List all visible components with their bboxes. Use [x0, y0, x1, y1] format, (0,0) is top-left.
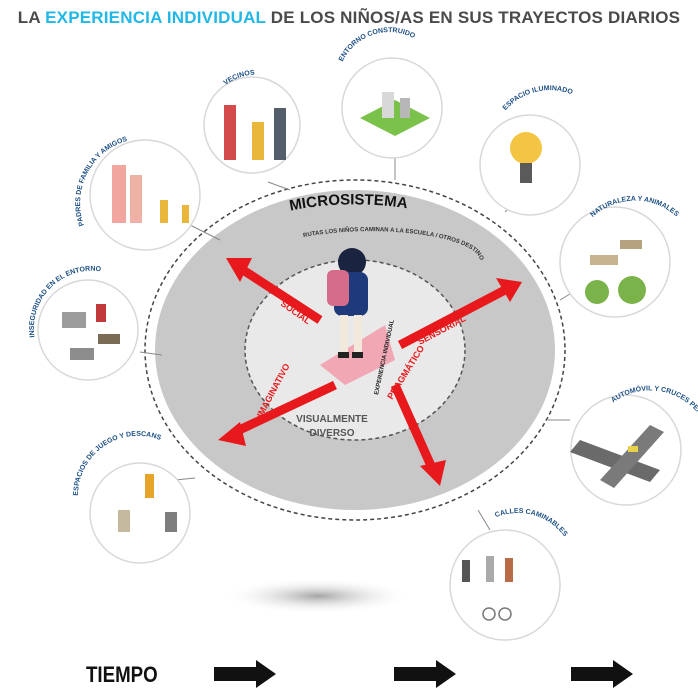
ground-shadow: [223, 578, 413, 614]
center-line-2: DIVERSO: [309, 428, 354, 439]
arrow-pragmatico: [390, 383, 446, 486]
satellite-naturaleza: [559, 206, 671, 318]
label-iluminado: ESPACIO ILUMINADO: [502, 85, 574, 112]
label-entorno: ENTORNO CONSTRUIDO: [338, 27, 417, 63]
satellite-automovil: [570, 394, 682, 506]
satellite-iluminado: [479, 114, 581, 216]
arrow-sensorial: [397, 278, 522, 349]
title-suffix: DE LOS NIÑOS/AS EN SUS TRAYECTOS DIARIOS: [265, 8, 681, 27]
timeline-arrow-1: [214, 660, 276, 688]
outer-dashed-ring: [144, 179, 566, 521]
tiempo-label: TIEMPO: [86, 662, 158, 687]
satellite-vecinos: [203, 76, 301, 174]
satellite-padres: [89, 139, 201, 251]
satellite-calles: [449, 529, 561, 641]
satellite-juego: [89, 462, 191, 564]
satellite-inseguridad: [37, 279, 139, 381]
arrow-imaginativo: [218, 380, 337, 446]
microsistema-label: MICROSISTEMA: [288, 191, 409, 214]
timeline-arrow-3: [571, 660, 633, 688]
timeline-arrow-2: [394, 660, 456, 688]
satellite-entorno: [341, 57, 443, 159]
child-figure: [327, 248, 368, 358]
title-prefix: LA: [17, 8, 46, 27]
center-line-1: VISUALMENTE: [296, 414, 368, 425]
diagram-title: LA EXPERIENCIA INDIVIDUAL DE LOS NIÑOS/A…: [0, 8, 698, 28]
title-highlight: EXPERIENCIA INDIVIDUAL: [45, 8, 266, 27]
arrow-social: [226, 258, 323, 324]
